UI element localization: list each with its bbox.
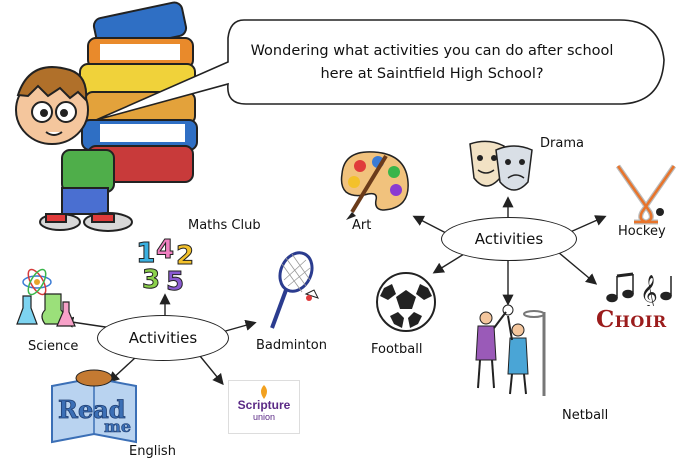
svg-text:3: 3 bbox=[142, 265, 160, 294]
boy-body-icon bbox=[39, 149, 133, 232]
scripture-union-flame-icon bbox=[261, 385, 267, 399]
football-icon bbox=[376, 272, 436, 332]
speech-bubble-line-1: Wondering what activities you can do aft… bbox=[250, 43, 614, 59]
arrow-to-art bbox=[412, 215, 447, 234]
english-label: English bbox=[129, 444, 176, 459]
arrow-to-scripture-union bbox=[199, 355, 224, 386]
maths-numbers-icon: 1 4 2 3 5 bbox=[136, 235, 195, 295]
badminton-racket-icon bbox=[270, 251, 319, 329]
science-lab-icon bbox=[16, 268, 76, 327]
scripture-union-logo: Scripture union bbox=[228, 380, 300, 434]
hockey-label: Hockey bbox=[618, 224, 666, 239]
scripture-union-line-2: union bbox=[252, 412, 276, 422]
left-activities-hub-label: Activities bbox=[128, 329, 198, 347]
read-me-word-2: me bbox=[104, 417, 131, 436]
art-palette-icon bbox=[340, 151, 409, 220]
netball-players-icon bbox=[475, 304, 546, 396]
drama-label: Drama bbox=[540, 136, 584, 151]
speech-bubble-line-2: here at Saintfield High School? bbox=[320, 66, 544, 82]
arrow-to-hockey bbox=[567, 215, 607, 234]
svg-text:𝄞: 𝄞 bbox=[640, 275, 658, 306]
netball-label: Netball bbox=[562, 408, 609, 423]
speech-bubble bbox=[95, 19, 665, 121]
art-label: Art bbox=[352, 218, 372, 233]
choir-logo-text: Choir bbox=[596, 306, 667, 333]
boy-head-icon bbox=[15, 66, 89, 145]
svg-text:1: 1 bbox=[136, 236, 155, 269]
arrow-to-choir bbox=[557, 251, 598, 285]
left-activities-hub: Activities bbox=[97, 315, 229, 361]
scripture-union-line-1: Scripture bbox=[237, 398, 291, 412]
right-activities-hub-label: Activities bbox=[474, 230, 544, 248]
drama-masks-icon bbox=[469, 140, 533, 191]
badminton-label: Badminton bbox=[256, 338, 327, 353]
read-me-word-1: Read bbox=[58, 395, 126, 424]
svg-text:2: 2 bbox=[176, 241, 194, 271]
right-activities-hub: Activities bbox=[441, 217, 577, 261]
hockey-sticks-icon bbox=[615, 164, 677, 225]
read-me-book-icon: Read me bbox=[51, 369, 137, 444]
svg-text:5: 5 bbox=[166, 267, 184, 294]
arrow-to-badminton bbox=[221, 319, 257, 333]
arrow-to-football bbox=[432, 253, 465, 274]
science-label: Science bbox=[28, 339, 79, 354]
speech-bubble-text: Wondering what activities you can do aft… bbox=[232, 40, 632, 86]
svg-text:4: 4 bbox=[156, 235, 174, 265]
maths-club-label: Maths Club bbox=[188, 218, 261, 233]
music-notes-icon: 𝄞 bbox=[606, 272, 672, 306]
football-label: Football bbox=[371, 342, 423, 357]
arrow-to-english bbox=[107, 356, 137, 383]
